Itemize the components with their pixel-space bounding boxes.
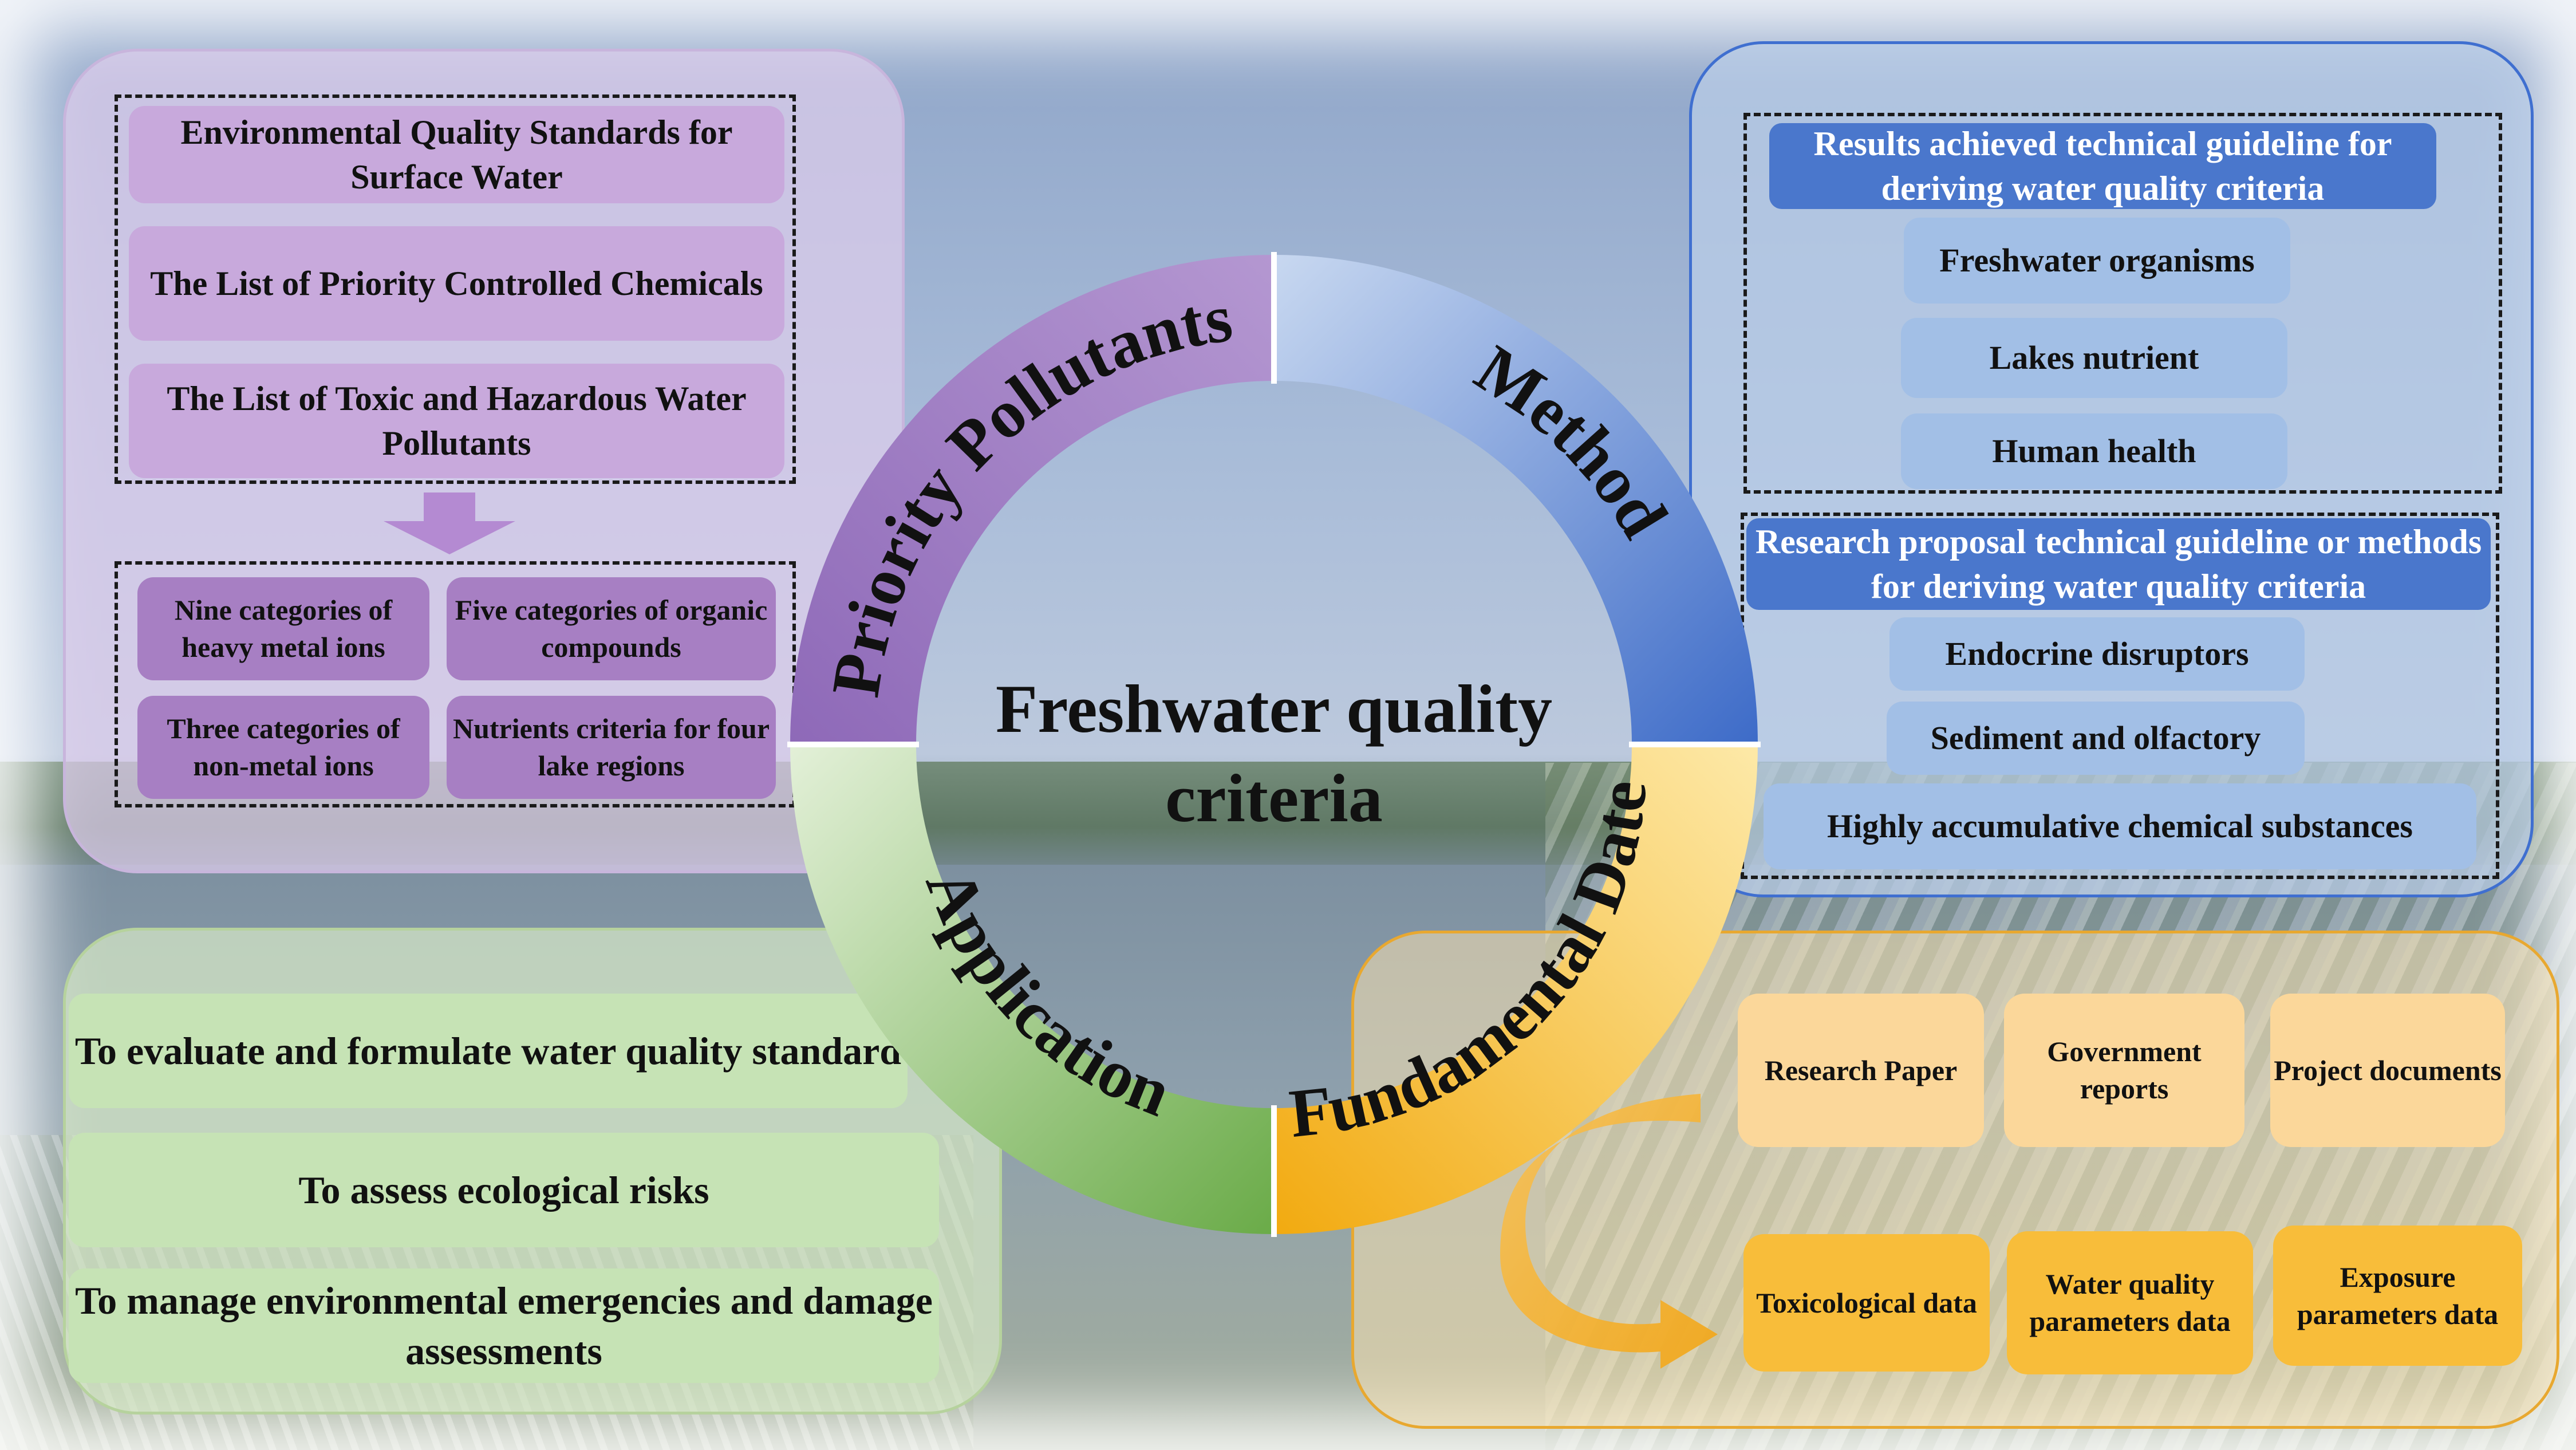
center-title-line: Freshwater quality: [916, 664, 1632, 754]
center-title: Freshwater quality criteria: [916, 664, 1632, 843]
center-title-line: criteria: [916, 754, 1632, 843]
